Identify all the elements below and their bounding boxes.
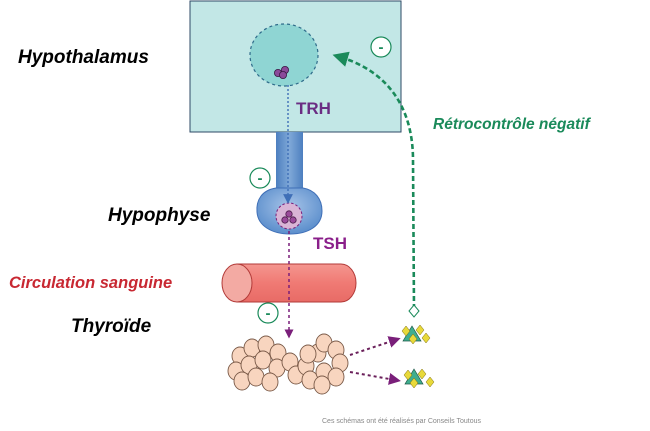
thyroid-gland (227, 333, 349, 395)
credit-text: Ces schémas ont été réalisés par Conseil… (322, 418, 482, 425)
trh-neuron-cell-cluster (273, 66, 289, 80)
retrocontrole-label: Rétrocontrôle négatif (433, 116, 592, 133)
minus-sign-hypophyse: - (249, 167, 271, 189)
hypothalamus-nucleus (249, 23, 319, 87)
thyroid-hormone-molecule-upper (401, 324, 431, 345)
tsh-cell-cluster (281, 210, 297, 224)
hormone-release-arrow-lower (349, 371, 401, 385)
minus-sign-hypophyse-text: - (258, 170, 263, 187)
minus-sign-thyroide: - (257, 302, 279, 324)
hormone-release-arrow-upper (349, 336, 401, 356)
feedback-origin-diamond (408, 304, 420, 318)
thyroid-hormone-molecule-lower (403, 368, 435, 389)
trh-label: TRH (296, 99, 331, 118)
minus-sign-thyroide-text: - (266, 305, 271, 322)
pituitary-stalk (276, 132, 303, 190)
thyroide-label: Thyroïde (71, 316, 152, 337)
minus-sign-feedback: - (370, 36, 392, 58)
minus-sign-feedback-text: - (379, 39, 384, 56)
circulation-label: Circulation sanguine (9, 274, 172, 292)
blood-vessel (221, 263, 357, 303)
negative-feedback-arrow (332, 51, 416, 310)
hypophyse-label: Hypophyse (108, 205, 211, 226)
hypothalamus-label: Hypothalamus (18, 47, 149, 68)
tsh-label: TSH (313, 234, 347, 253)
